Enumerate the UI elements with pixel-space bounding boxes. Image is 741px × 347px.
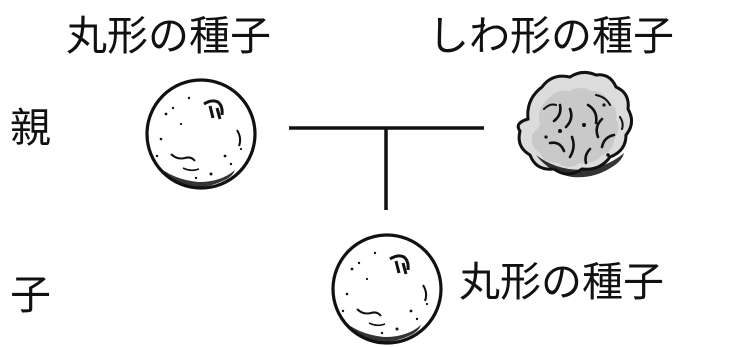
child-round-seed <box>331 233 443 345</box>
generation-child-label: 子 <box>10 271 51 319</box>
generation-parent-label: 親 <box>10 104 51 152</box>
cross-lines <box>289 126 484 210</box>
parent-round-seed-label: 丸形の種子 <box>66 12 271 60</box>
parent-round-seed <box>145 78 257 190</box>
parent-wrinkled-seed <box>516 70 633 178</box>
parent-wrinkled-seed-label: しわ形の種子 <box>428 12 674 60</box>
child-round-seed-label: 丸形の種子 <box>459 258 664 306</box>
